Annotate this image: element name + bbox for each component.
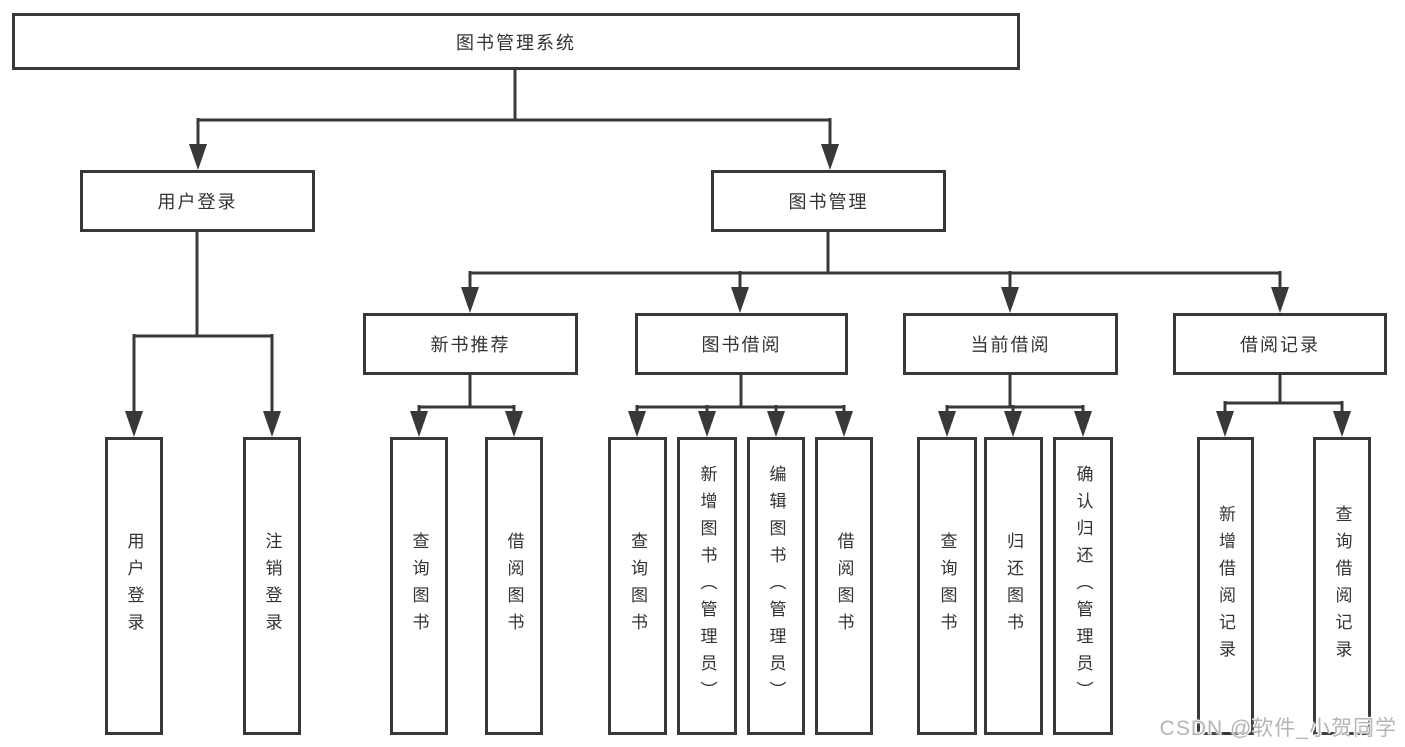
leaf-recommend-borrow-books: 借阅图书 — [485, 437, 543, 735]
node-label: 新增图书（管理员） — [697, 464, 717, 708]
node-label: 图书借阅 — [701, 335, 782, 355]
leaf-query-borrow-record: 查询借阅记录 — [1313, 437, 1371, 735]
node-book-borrowing: 图书借阅 — [635, 313, 848, 375]
leaf-borrow-books: 借阅图书 — [815, 437, 873, 735]
node-label: 借阅图书 — [504, 532, 524, 640]
leaf-user-login: 用户登录 — [105, 437, 163, 735]
leaf-edit-books-admin: 编辑图书（管理员） — [747, 437, 805, 735]
node-label: 用户登录 — [124, 532, 144, 640]
leaf-add-books-admin: 新增图书（管理员） — [677, 437, 737, 735]
arrowheads — [125, 144, 1351, 437]
node-label: 查询图书 — [937, 532, 957, 640]
node-label: 新增借阅记录 — [1216, 505, 1235, 667]
leaf-confirm-return-admin: 确认归还（管理员） — [1053, 437, 1113, 735]
node-label: 注销登录 — [262, 532, 282, 640]
node-label: 借阅图书 — [834, 532, 854, 640]
csdn-watermark: CSDN @软件_小贺同学 — [1159, 717, 1397, 740]
leaf-logout: 注销登录 — [243, 437, 301, 735]
leaf-add-borrow-record: 新增借阅记录 — [1197, 437, 1254, 735]
node-root: 图书管理系统 — [12, 13, 1020, 70]
node-label: 查询图书 — [409, 532, 429, 640]
node-label: 借阅记录 — [1240, 335, 1320, 355]
node-label: 图书管理系统 — [456, 32, 576, 53]
leaf-recommend-query-books: 查询图书 — [390, 437, 448, 735]
leaf-borrowing-query-books: 查询图书 — [608, 437, 667, 735]
leaf-current-query-books: 查询图书 — [917, 437, 977, 735]
node-label: 确认归还（管理员） — [1073, 464, 1093, 708]
node-user-login: 用户登录 — [80, 170, 315, 232]
node-label: 查询借阅记录 — [1332, 505, 1352, 667]
node-book-management: 图书管理 — [711, 170, 946, 232]
node-label: 归还图书 — [1004, 532, 1023, 640]
node-label: 当前借阅 — [970, 335, 1051, 355]
leaf-return-books: 归还图书 — [984, 437, 1043, 735]
node-label: 编辑图书（管理员） — [766, 464, 786, 708]
node-borrowing-records: 借阅记录 — [1173, 313, 1387, 375]
node-label: 查询图书 — [628, 532, 647, 640]
node-label: 图书管理 — [788, 192, 869, 212]
node-label: 新书推荐 — [430, 335, 511, 355]
node-label: 用户登录 — [157, 192, 238, 212]
node-new-book-recommend: 新书推荐 — [363, 313, 578, 375]
node-current-borrowing: 当前借阅 — [903, 313, 1118, 375]
